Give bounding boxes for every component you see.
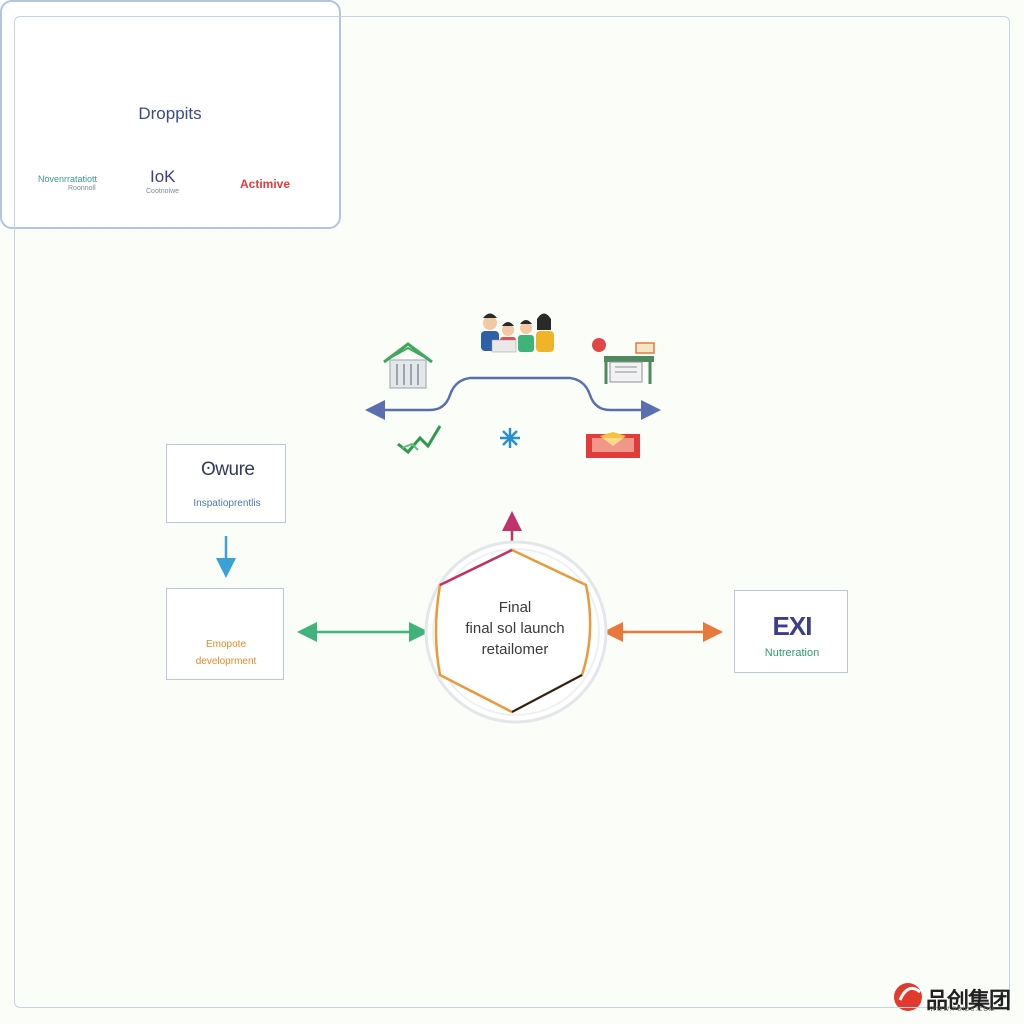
workstation-icon [592, 338, 655, 384]
network-card-title: ʘwure [201, 459, 255, 480]
top-panel-title: Droppits [138, 104, 202, 123]
center-node-label: Final final sol launch retailomer [430, 597, 600, 660]
people-group-icon [481, 313, 554, 353]
development-card: Emopote developrment [166, 588, 284, 680]
top-panel-inner-frame [14, 16, 1010, 1008]
center-line2: final sol launch [465, 620, 565, 637]
item-label-actimive: Actimive [240, 177, 291, 191]
exi-card: EXI Nutreration [734, 590, 848, 673]
top-panel-bracket-arrow [365, 376, 661, 420]
item-label-growth: Novenrratatiott [38, 174, 98, 184]
network-card: ʘwure Inspatioprentlis [166, 444, 286, 523]
item-sublabel-growth: Roonnoll [68, 185, 96, 192]
snowflake-icon [500, 428, 520, 448]
exi-card-subtitle: Nutreration [764, 647, 820, 659]
watermark-url: WWW.PBIDS.COM [930, 1007, 995, 1013]
item-sublabel-iok: Cootnoiwe [146, 188, 180, 195]
center-line3: retailomer [481, 641, 549, 658]
exi-card-title: EXI [772, 611, 813, 641]
item-label-iok: IoK [150, 167, 176, 186]
package-box-icon [586, 432, 640, 458]
building-icon [383, 342, 433, 389]
development-card-line2: developrment [195, 656, 257, 667]
watermark-brand: 品创集团 [926, 988, 1011, 1013]
center-circle-inner [432, 548, 600, 716]
growth-checkmark-icon [397, 425, 442, 455]
top-panel: Droppits Novenrratatiott Roonnoll IoK Co… [0, 0, 1010, 1008]
development-card-line1: Emopote [205, 639, 247, 650]
network-card-subtitle: Inspatioprentlis [193, 498, 261, 509]
center-line1: Final [498, 599, 532, 616]
brand-logo-icon [894, 983, 922, 1011]
